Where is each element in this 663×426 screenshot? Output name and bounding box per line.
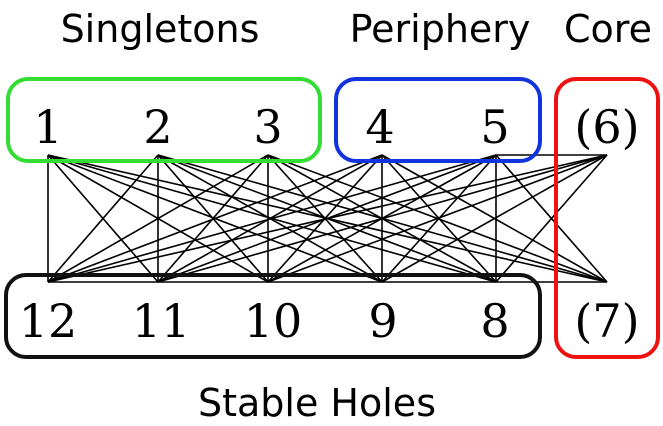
singletons-box: [6, 77, 322, 163]
node-5: 5: [480, 100, 509, 154]
edge-7-4: [381, 154, 608, 283]
node-10: 10: [244, 294, 303, 348]
core-title: Core: [564, 7, 652, 51]
stable-holes-box: [4, 273, 542, 359]
node-9: 9: [368, 294, 397, 348]
singletons-title: Singletons: [61, 7, 260, 51]
core-box: [554, 77, 660, 359]
periphery-title: Periphery: [350, 7, 531, 51]
edge-7-5: [495, 154, 608, 283]
node-4: 4: [365, 100, 394, 154]
edge-7-3: [267, 154, 608, 283]
stable-holes-title: Stable Holes: [198, 381, 436, 425]
edge-7-2: [157, 154, 608, 283]
node-8: 8: [480, 294, 509, 348]
periphery-box: [334, 77, 542, 163]
node-12: 12: [19, 294, 78, 348]
edge-5-12: [47, 154, 497, 283]
edges-layer: [47, 154, 608, 283]
edge-7-1: [47, 154, 608, 283]
node-2: 2: [143, 100, 172, 154]
node-7: (7): [574, 294, 639, 348]
node-11: 11: [132, 294, 191, 348]
node-1: 1: [33, 100, 62, 154]
node-3: 3: [253, 100, 282, 154]
node-6: (6): [574, 100, 639, 154]
